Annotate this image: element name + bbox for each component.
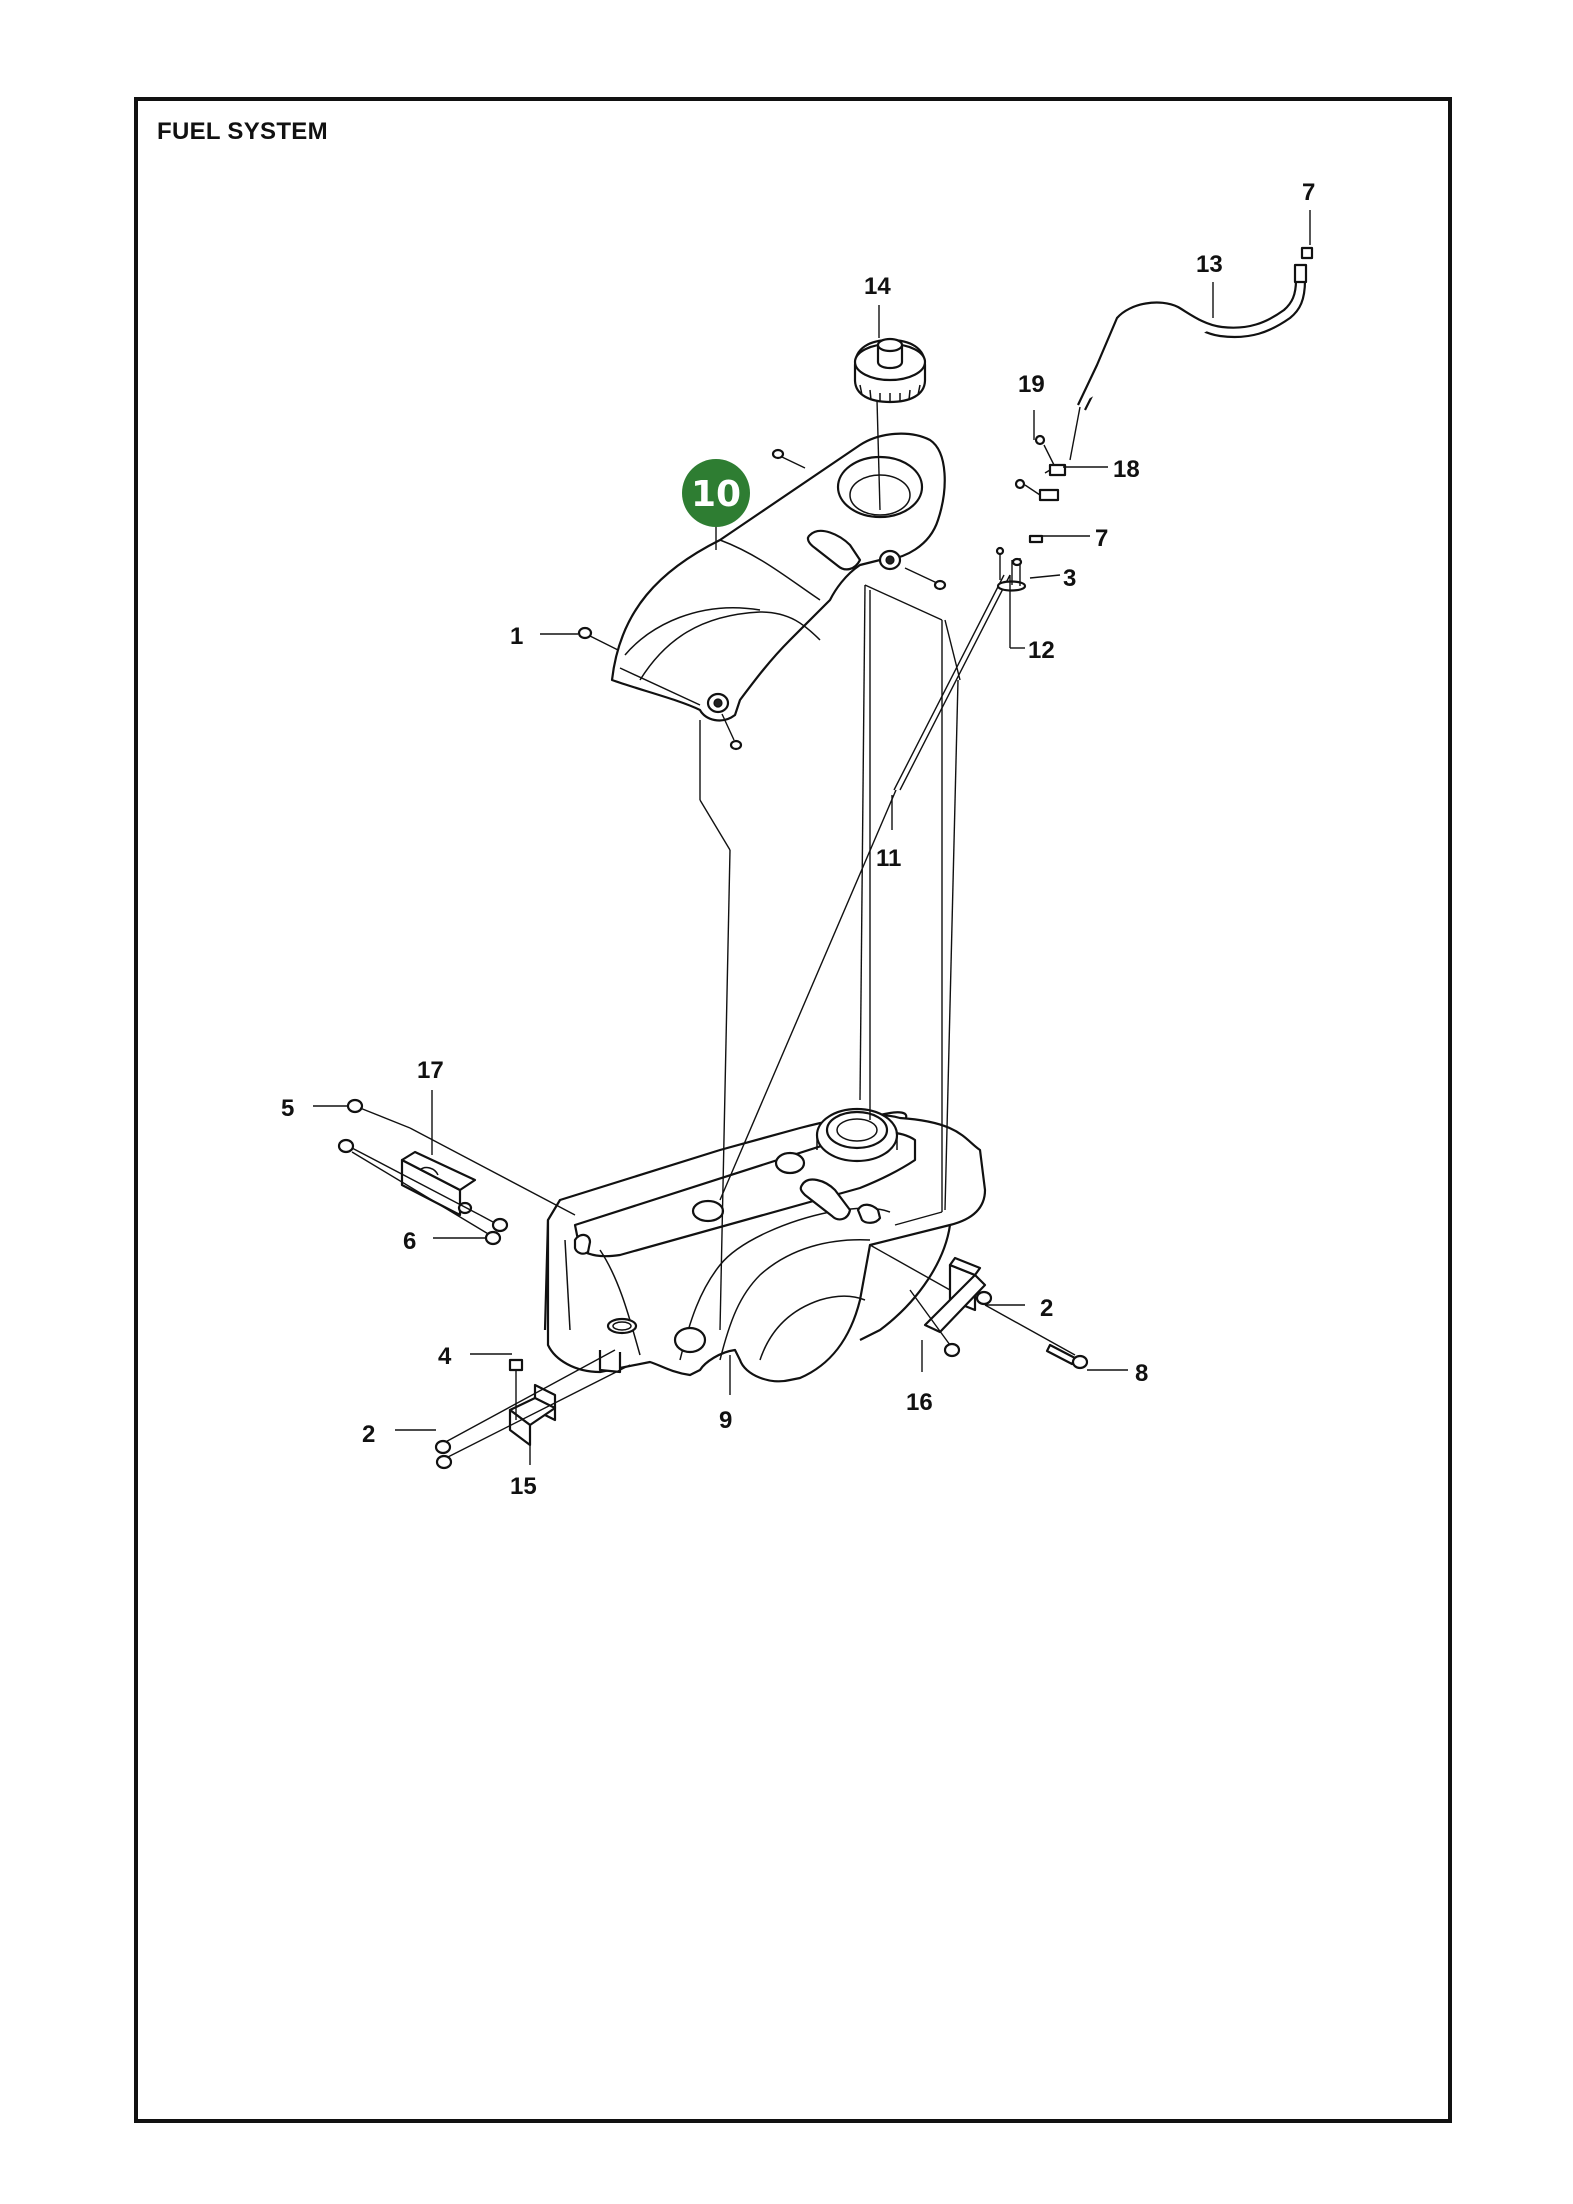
diagram-frame — [134, 97, 1452, 2123]
fuel-hose — [1069, 246, 1314, 461]
callout-14: 14 — [864, 273, 891, 300]
callout-5: 5 — [281, 1095, 294, 1122]
callout-4: 4 — [438, 1343, 452, 1370]
bracket-17 — [400, 1150, 477, 1217]
fuel-cap — [853, 337, 927, 404]
callout-16: 16 — [906, 1389, 933, 1416]
page-title: FUEL SYSTEM — [157, 118, 328, 145]
bolt-8 — [984, 1304, 1089, 1370]
fittings — [995, 434, 1067, 592]
fuel-tank — [543, 1107, 987, 1383]
callout-2-right: 2 — [1040, 1295, 1053, 1322]
callout-17: 17 — [417, 1057, 444, 1084]
callout-leaders — [313, 210, 1311, 1465]
bracket-15 — [434, 1349, 631, 1470]
pickup-tube — [719, 574, 1011, 1201]
callout-19: 19 — [1018, 371, 1045, 398]
callout-2-left: 2 — [362, 1421, 375, 1448]
callout-9: 9 — [719, 1407, 732, 1434]
callout-18: 18 — [1113, 456, 1140, 483]
callout-1: 1 — [510, 623, 523, 650]
callout-7-mid: 7 — [1095, 525, 1108, 552]
badge-circle — [682, 459, 750, 527]
callout-7-top: 7 — [1302, 179, 1315, 206]
callout-8: 8 — [1135, 1360, 1148, 1387]
assembly-lines — [699, 399, 961, 1331]
nut-6 — [351, 1151, 502, 1246]
highlight-badge-10[interactable]: 10 — [682, 459, 750, 527]
callout-3: 3 — [1063, 565, 1076, 592]
callout-11: 11 — [876, 845, 901, 872]
callout-15: 15 — [510, 1473, 537, 1500]
bolt-5 — [346, 1098, 576, 1216]
cover-screws — [577, 448, 947, 751]
tank-cover — [610, 432, 946, 722]
bracket-16 — [869, 1244, 993, 1358]
callout-6: 6 — [403, 1228, 416, 1255]
callout-12: 12 — [1028, 637, 1055, 664]
bolt-4 — [508, 1358, 524, 1420]
bolt-lower-17 — [337, 1138, 509, 1233]
callout-13: 13 — [1196, 251, 1223, 278]
badge-label: 10 — [691, 474, 741, 515]
